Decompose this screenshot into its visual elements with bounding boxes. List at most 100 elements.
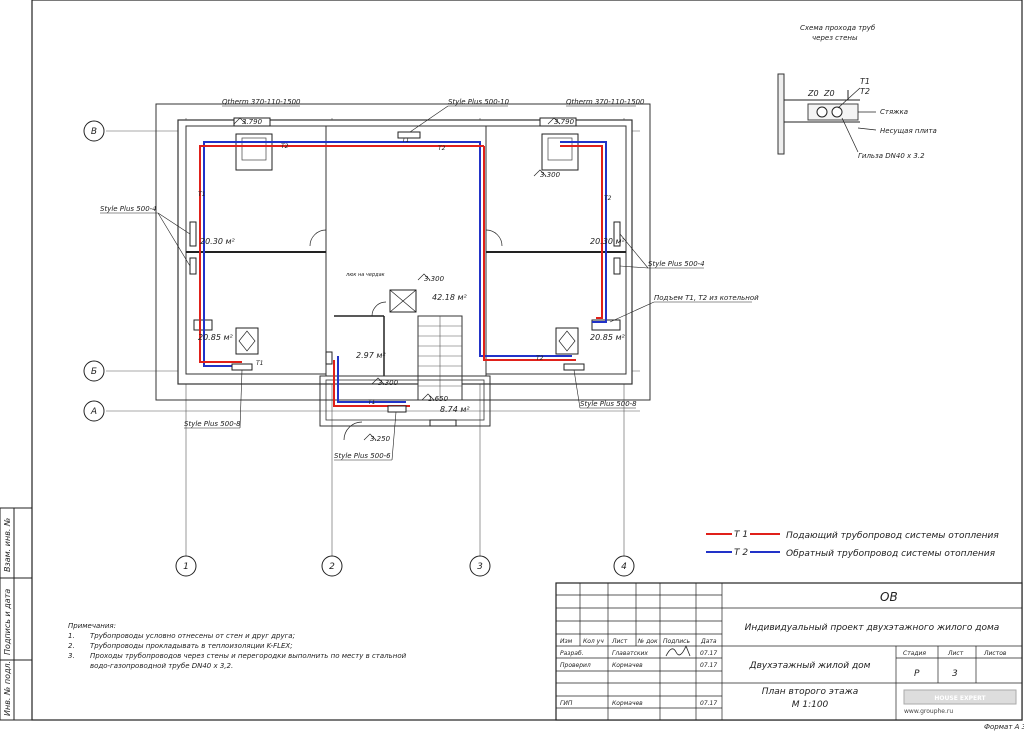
legend-code-t2: T 2 (734, 548, 748, 558)
stamp-h-date: Дата (700, 638, 717, 645)
elev-7: 3.250 (370, 435, 391, 443)
stamp-r2-date: 07.17 (700, 662, 717, 669)
section-detail: Схема прохода труб через стены Z0 Z0 T1 … (777, 24, 937, 160)
note-text-2: Трубопроводы прокладывать в теплоизоляци… (90, 642, 293, 650)
elev-5: 3.300 (378, 379, 399, 387)
axis-label-1: 1 (183, 562, 189, 572)
title-block: ОВ Индивидуальный проект двухэтажного жи… (555, 582, 1023, 721)
section-title: Схема прохода труб (800, 24, 876, 32)
stamp-r3-role: ГИП (560, 700, 573, 707)
pipe-return-t2 (203, 141, 607, 403)
floor-plan (155, 103, 651, 441)
elevation-marks: 3.790 3.790 3.300 3.300 3.300 1.650 3.25… (233, 117, 575, 443)
radiator-w2 (189, 257, 197, 275)
stamp-r2-role: Проверил (560, 662, 591, 669)
stamp-h-kol: Кол уч (583, 638, 604, 645)
label-style-8-right: Style Plus 500-8 (580, 400, 637, 408)
legend-text-t1: Подающий трубопровод системы отопления (786, 531, 999, 541)
label-qtherm-2: Qtherm 370-110-1500 (566, 98, 645, 106)
label-style-4-right: Style Plus 500-4 (648, 260, 705, 268)
notes-title: Примечания: (68, 622, 116, 630)
logo-text: HOUSE EXPERT (934, 695, 986, 702)
side-label-orig: Инв. № подл. (3, 661, 12, 716)
pipe-supply-t1 (199, 145, 603, 407)
room-areas: 20.30 м² 20.30 м² 20.85 м² 20.85 м² 42.1… (198, 237, 625, 414)
stamp-h-list: Лист (611, 638, 628, 645)
section-subtitle: через стены (812, 34, 858, 42)
radiator-e2 (613, 257, 621, 275)
axis-label-2: 2 (329, 562, 335, 572)
axis-bubbles: В Б А 1 2 3 4 (83, 120, 635, 577)
stamp-sheet: 3 (952, 669, 958, 679)
stamp-code: ОВ (880, 590, 898, 604)
axis-label-4: 4 (621, 562, 627, 572)
label-style-10: Style Plus 500-10 (448, 98, 510, 106)
label-qtherm-1: Qtherm 370-110-1500 (222, 98, 301, 106)
radiator-w1 (189, 221, 197, 247)
stamp-stage: Р (914, 669, 920, 679)
radiator-se (563, 363, 585, 371)
elev-4: 3.300 (424, 275, 445, 283)
section-sleeve: Гильза DN40 x 3.2 (858, 152, 925, 160)
legend-item-t2: T 2 Обратный трубопровод системы отоплен… (706, 546, 996, 559)
label-style-6: Style Plus 500-6 (334, 452, 391, 460)
room-area-1: 20.30 м² (200, 237, 235, 246)
label-style-8-left: Style Plus 500-8 (184, 420, 241, 428)
stamp-r1-role: Разраб. (560, 650, 584, 657)
pipe-label-8: T1 (368, 399, 375, 406)
legend-code-t1: T 1 (734, 530, 748, 540)
elev-3: 3.300 (540, 171, 561, 179)
side-label-sign: Подпись и дата (3, 589, 12, 655)
note-text-4: водо-газопроводной трубе DN40 x 3,2. (90, 662, 233, 670)
room-area-2: 20.30 м² (590, 237, 625, 246)
label-style-4-left: Style Plus 500-4 (100, 205, 157, 213)
elev-1: 3.790 (242, 118, 263, 126)
pipe-label-6: T2 (536, 355, 544, 362)
company-logo (903, 689, 1017, 705)
section-slab: Несущая плита (880, 127, 937, 135)
pipe-labels: T1 T2 T2 T1 T1 T2 T2 T1 (198, 137, 612, 406)
sheet-format: Формат А 3 (984, 723, 1024, 731)
room-area-stair: 8.74 м² (440, 405, 470, 414)
room-area-hall: 42.18 м² (432, 293, 467, 302)
room-area-wc: 2.97 м² (356, 351, 386, 360)
axis-label-v: В (91, 127, 97, 137)
radiator-sw (231, 363, 253, 371)
axis-label-b: Б (91, 367, 97, 377)
stamp-building: Двухэтажный жилой дом (749, 661, 871, 671)
label-riser: Подъем Т1, Т2 из котельной (654, 294, 759, 302)
stamp-drawing-1: План второго этажа (762, 687, 858, 697)
stamp-r3-date: 07.17 (700, 700, 717, 707)
pipe-label-7: T2 (604, 195, 612, 202)
stamp-h-doc: № док (637, 638, 658, 645)
stamp-r2-name: Кормачев (612, 662, 643, 669)
sheet-frame (31, 0, 1023, 721)
stamp-r1-name: Главатских (612, 650, 648, 657)
room-area-3: 20.85 м² (198, 333, 233, 342)
radiator-wc (325, 351, 333, 365)
section-z1: Z0 (807, 89, 819, 98)
section-t1: T1 (860, 77, 870, 86)
stamp-h-izm: Изм (560, 638, 573, 645)
elev-2: 3.790 (554, 118, 575, 126)
note-text-1: Трубопроводы условно отнесены от стен и … (90, 632, 295, 640)
company-site: www.grouphe.ru (904, 708, 953, 715)
stamp-drawing-2: М 1:100 (792, 700, 829, 710)
elev-6: 1.650 (428, 395, 449, 403)
radiator-stair (387, 405, 407, 413)
stamp-h-sign: Подпись (663, 638, 690, 645)
notes: Примечания: 1. Трубопроводы условно отне… (68, 622, 407, 670)
side-label-inv: Взам. инв. № (3, 518, 12, 572)
signature-1 (665, 644, 691, 657)
note-text-3: Проходы трубопроводов через стены и пере… (90, 652, 407, 660)
axis-label-a: А (90, 407, 97, 417)
stamp-r3-name: Кормачев (612, 700, 643, 707)
axis-label-3: 3 (477, 562, 483, 572)
legend-item-t1: T 1 Подающий трубопровод системы отоплен… (706, 528, 999, 541)
section-screed: Стяжка (880, 108, 908, 116)
pipe-label-1: T1 (402, 137, 409, 144)
legend: T 1 Подающий трубопровод системы отоплен… (706, 528, 999, 559)
equipment-labels: Qtherm 370-110-1500 Qtherm 370-110-1500 … (100, 98, 759, 461)
pipe-label-2: T2 (438, 145, 446, 152)
